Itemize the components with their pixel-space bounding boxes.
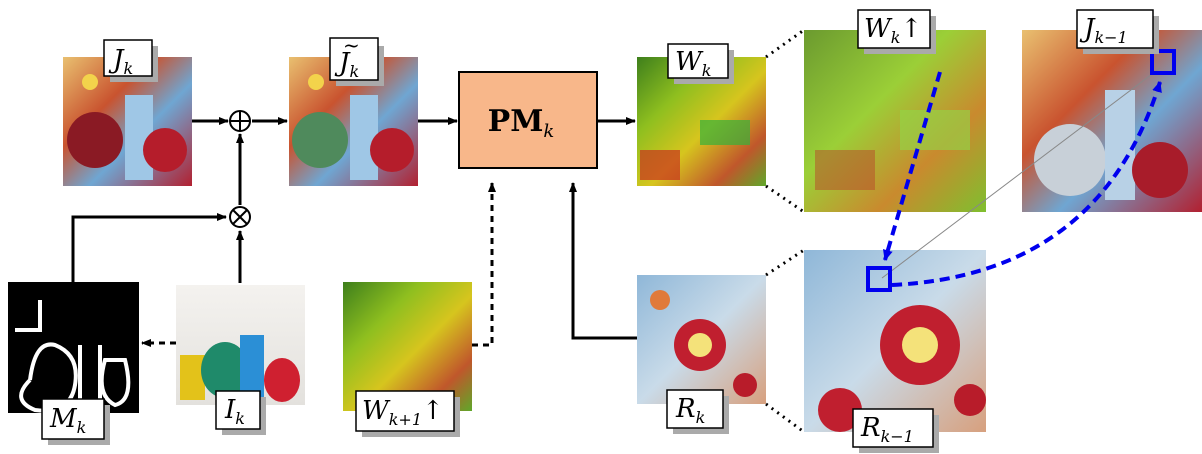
pm-label: PM <box>488 104 544 139</box>
image-R-k-minus-1 <box>804 250 986 432</box>
image-I-k <box>176 285 305 405</box>
svg-text:Ik: Ik <box>224 395 245 428</box>
label-J-k-minus-1: Jk−1 <box>1076 9 1159 54</box>
svg-text:Wk↑: Wk↑ <box>864 14 922 47</box>
label-R-k: Rk <box>666 389 729 434</box>
image-W-k-up <box>804 30 986 212</box>
label-I-k: Ik <box>215 390 266 435</box>
label-W-k-up: Wk↑ <box>857 9 936 54</box>
image-W-k-plus-1-up <box>343 282 472 411</box>
pm-label-sub: k <box>543 121 554 142</box>
svg-text:Mk: Mk <box>49 404 86 437</box>
label-M-k: Mk <box>41 398 110 445</box>
label-R-k-minus-1: Rk−1 <box>852 408 939 453</box>
zoom-line-Rk-top <box>765 248 805 277</box>
svg-text:Rk−1: Rk−1 <box>860 413 914 446</box>
label-W-k: Wk <box>667 43 734 84</box>
pm-block: PMk <box>458 71 598 169</box>
dashed-arrows <box>141 182 496 347</box>
arrow-Mk-to-otimes <box>71 213 227 282</box>
arrows <box>71 117 637 340</box>
thin-match-line <box>881 67 1161 279</box>
svg-text:Wk: Wk <box>675 47 711 80</box>
label-W-k-plus-1-up: Wk+1↑ <box>355 390 460 437</box>
image-R-k <box>637 275 766 404</box>
svg-text:Rk: Rk <box>675 394 705 427</box>
label-J-tilde-k: ~ Jk <box>329 33 384 86</box>
oplus-symbol <box>229 110 251 132</box>
label-J-k: Jk <box>103 39 158 82</box>
blue-box-J <box>1150 49 1176 75</box>
svg-text:Jk−1: Jk−1 <box>1079 14 1128 47</box>
zoom-line-Wk-bottom <box>765 184 805 214</box>
svg-text:~: ~ <box>343 33 360 57</box>
zoom-line-Rk-bottom <box>765 402 805 434</box>
correspondence-highlight <box>866 49 1176 292</box>
zoom-line-Wk-top <box>765 28 805 59</box>
arrow-Wkp1-to-PM <box>472 182 496 347</box>
svg-text:Wk+1↑: Wk+1↑ <box>362 396 444 429</box>
svg-text:PMk: PMk <box>488 104 555 142</box>
blue-dashed-arrow-W <box>883 71 942 261</box>
otimes-symbol <box>229 206 251 228</box>
image-M-k <box>8 282 139 413</box>
dotted-zoom-lines <box>765 28 805 434</box>
blue-box-R <box>866 266 892 292</box>
arrow-Rk-to-PM <box>569 182 637 340</box>
svg-text:Jk: Jk <box>334 48 359 81</box>
blue-dashed-arrow-J <box>891 81 1162 287</box>
svg-text:Jk: Jk <box>108 45 133 78</box>
